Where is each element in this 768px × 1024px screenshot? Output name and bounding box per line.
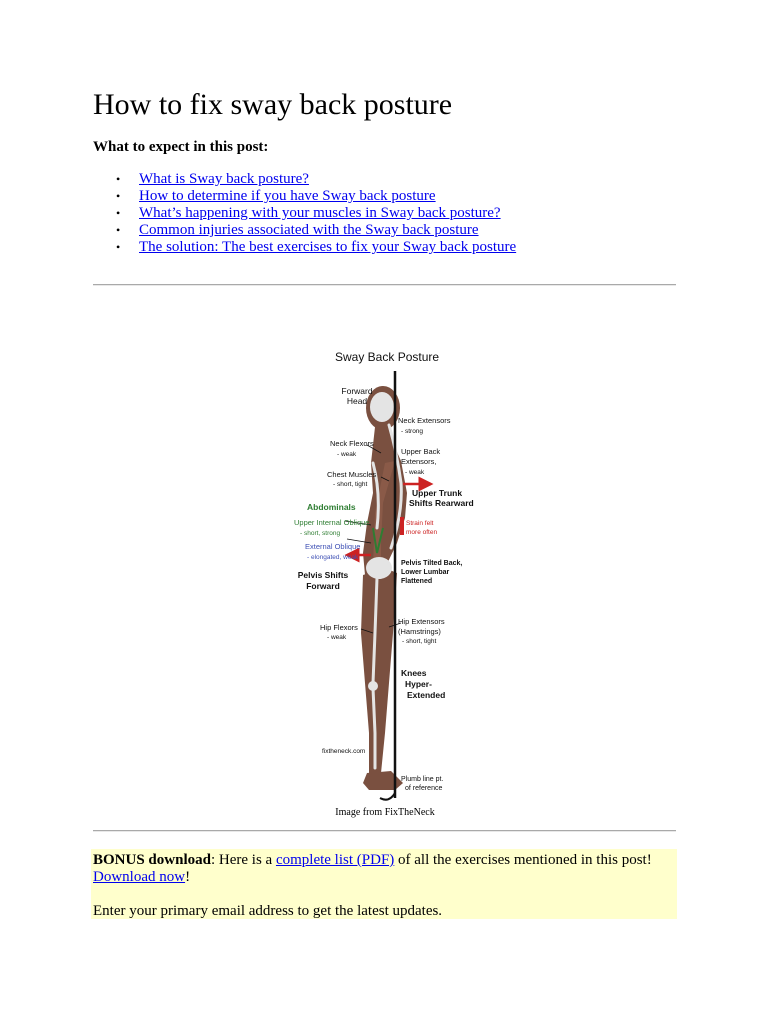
sway-back-figure: Sway Back Posture Forward Head Neck Exte… <box>285 343 485 808</box>
toc-link-solution[interactable]: The solution: The best exercises to fix … <box>139 239 517 255</box>
bullet-icon: • <box>116 189 121 203</box>
diagram-labels: Sway Back Posture Forward Head Neck Exte… <box>294 350 474 792</box>
bullet-icon: • <box>116 240 121 254</box>
bullet-icon: • <box>116 223 121 237</box>
diagram-heading: Sway Back Posture <box>335 350 439 364</box>
oblique-lines <box>372 527 384 554</box>
toc-item: • What is Sway back posture? <box>93 171 516 188</box>
label-upper-back: Extensors, <box>401 457 436 466</box>
label-hip-extensors: (Hamstrings) <box>398 627 441 636</box>
watermark: fixtheneck.com <box>322 748 365 755</box>
download-now-link[interactable]: Download now <box>93 869 186 885</box>
label-neck-flexors-note: - weak <box>337 451 357 458</box>
label-knees: Hyper- <box>405 679 432 689</box>
bonus-text: : Here is a <box>210 852 276 868</box>
label-abdominals: Abdominals <box>307 502 356 512</box>
label-external-oblique: External Oblique <box>305 542 360 551</box>
posture-diagram: Sway Back Posture Forward Head Neck Exte… <box>294 350 474 801</box>
label-pelvis-shifts: Pelvis Shifts <box>298 570 349 580</box>
label-neck-flexors: Neck Flexors <box>330 439 374 448</box>
label-hip-flexors-note: - weak <box>327 634 347 641</box>
toc-item: • The solution: The best exercises to fix… <box>93 239 516 256</box>
toc-item: • Common injuries associated with the Swa… <box>93 222 516 239</box>
label-hip-extensors-note: - short, tight <box>402 638 437 645</box>
toc-link-determine[interactable]: How to determine if you have Sway back p… <box>139 188 436 204</box>
pointer-lines <box>344 444 402 634</box>
bonus-callout: BONUS download: Here is a complete list … <box>91 849 677 919</box>
page-title: How to fix sway back posture <box>93 88 453 121</box>
label-strain: more often <box>406 529 437 536</box>
label-plumb-line: of reference <box>405 785 442 792</box>
label-chest: Chest Muscles <box>327 470 376 479</box>
post-intro: What to expect in this post: <box>93 139 269 155</box>
label-plumb-line: Plumb line pt. <box>401 776 443 783</box>
label-upper-back-note: - weak <box>405 469 425 476</box>
label-external-oblique-note: - elongated, weak <box>307 554 359 561</box>
label-knees: Knees <box>401 668 427 678</box>
label-knees: Extended <box>407 690 445 700</box>
divider <box>93 830 676 832</box>
complete-list-pdf-link[interactable]: complete list (PDF) <box>275 852 395 868</box>
bonus-line: BONUS download: Here is a complete list … <box>93 852 675 869</box>
label-neck-extensors-note: - strong <box>401 428 423 435</box>
figure-caption: Image from FixTheNeck <box>335 807 435 818</box>
toc-link-what-is[interactable]: What is Sway back posture? <box>139 171 309 187</box>
label-forward-head: Head <box>347 396 368 406</box>
bullet-icon: • <box>116 172 121 186</box>
bonus-text: ! <box>185 869 191 885</box>
label-upper-back: Upper Back <box>401 447 440 456</box>
label-pelvis-tilted: Lower Lumbar <box>401 569 450 576</box>
label-strain: Strain felt <box>406 520 434 527</box>
label-chest-note: - short, tight <box>333 481 368 488</box>
label-upper-trunk: Shifts Rearward <box>409 498 474 508</box>
subscribe-prompt: Enter your primary email address to get … <box>93 903 443 919</box>
bullet-icon: • <box>116 206 121 220</box>
strain-marker <box>400 517 404 535</box>
bonus-label: BONUS download <box>93 852 211 868</box>
label-pelvis-tilted: Pelvis Tilted Back, <box>401 560 462 567</box>
table-of-contents: • What is Sway back posture? • How to dete… <box>93 171 516 256</box>
skeleton <box>366 392 403 770</box>
label-pelvis-shifts: Forward <box>306 581 340 591</box>
label-upper-oblique-note: - short, strong <box>300 530 340 537</box>
label-upper-trunk: Upper Trunk <box>412 488 462 498</box>
divider <box>93 284 676 286</box>
bonus-text: of all the exercises mentioned in this p… <box>394 852 652 868</box>
label-hip-flexors: Hip Flexors <box>320 623 358 632</box>
label-hip-extensors: Hip Extensors <box>398 617 445 626</box>
label-forward-head: Forward <box>341 386 372 396</box>
toc-item: • How to determine if you have Sway back … <box>93 188 516 205</box>
label-upper-oblique: Upper Internal Oblique <box>294 518 369 527</box>
toc-link-muscles[interactable]: What’s happening with your muscles in Sw… <box>139 205 501 221</box>
toc-link-injuries[interactable]: Common injuries associated with the Sway… <box>139 222 479 238</box>
label-neck-extensors: Neck Extensors <box>398 416 451 425</box>
label-pelvis-tilted: Flattened <box>401 578 432 585</box>
download-line: Download now! <box>93 869 675 886</box>
plumb-line-foot <box>379 792 396 801</box>
toc-item: • What’s happening with your muscles in S… <box>93 205 516 222</box>
